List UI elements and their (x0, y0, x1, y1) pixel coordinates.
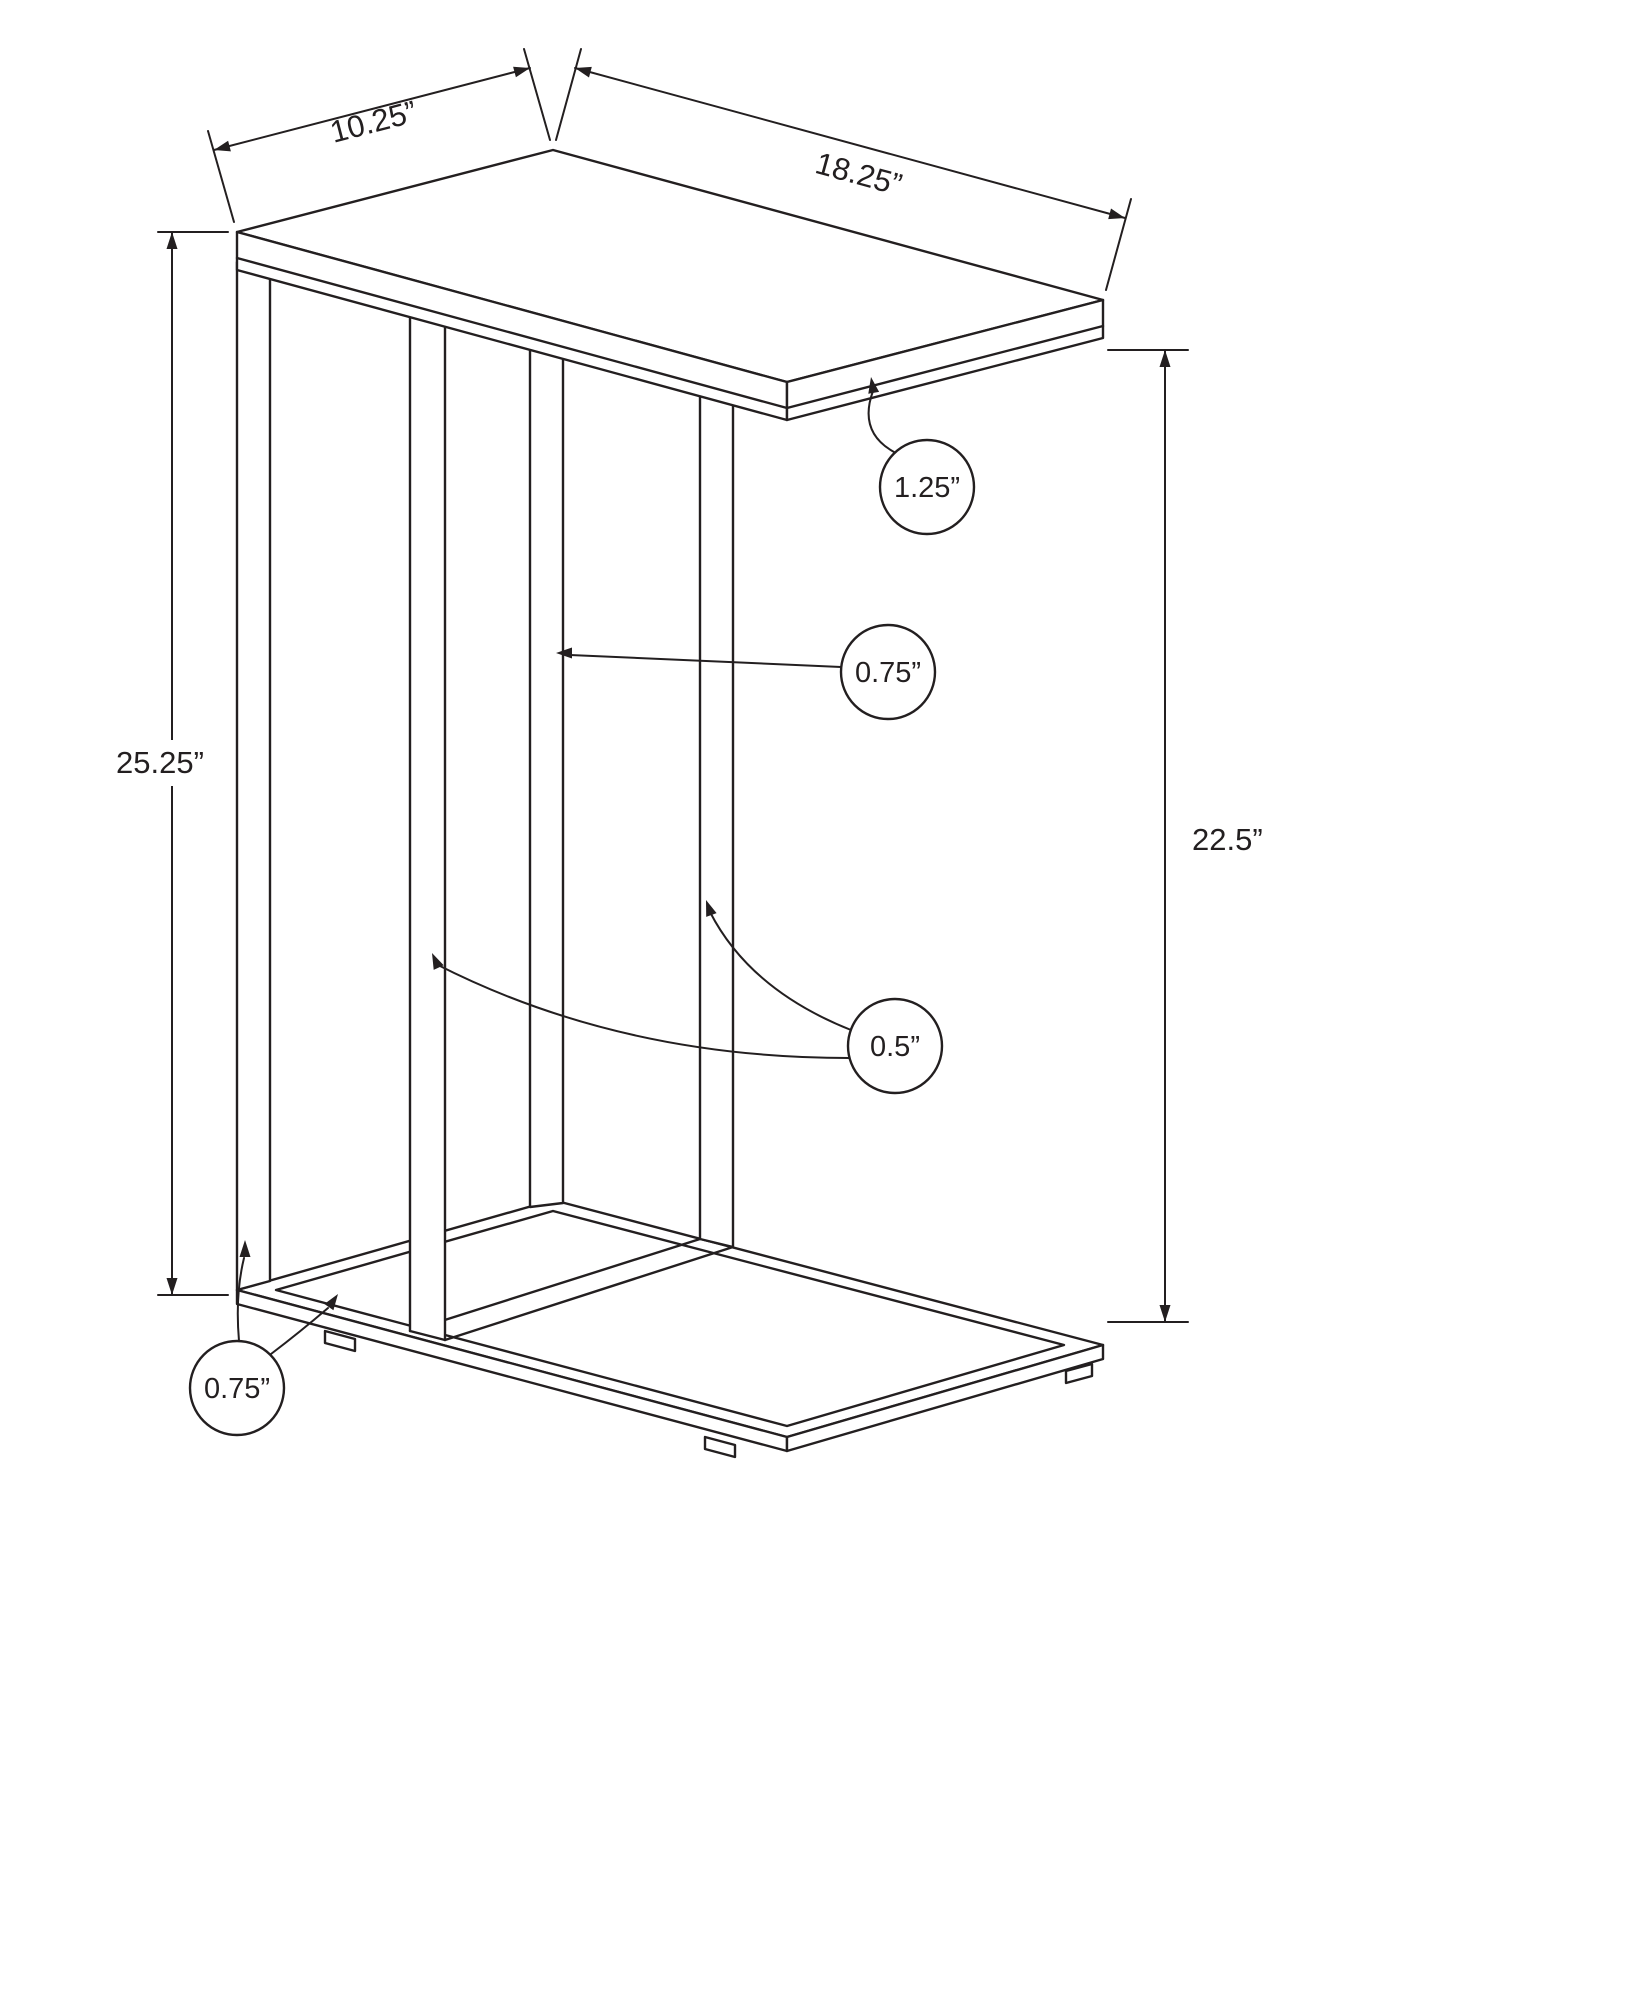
callout-base-frame-arrow-up (239, 1240, 251, 1257)
dim-clearance-arrow-top (1159, 350, 1171, 367)
base-foot-right (1064, 1362, 1094, 1385)
callout-top-thickness-leader (867, 390, 895, 453)
callout-base-frame-circle (188, 1339, 286, 1437)
dim-overall-height-arrow-bottom (166, 1278, 178, 1295)
base-inner-opening (274, 1209, 1066, 1428)
dim-overall-height-label: 25.25” (116, 745, 204, 780)
tabletop-band-midline-right (785, 324, 1105, 410)
base-foot-front (703, 1435, 737, 1459)
callout-base-frame: 0.75” (188, 1240, 338, 1437)
dim-overall-height-label-mask (100, 740, 224, 786)
tabletop-band-midline-left (235, 256, 789, 410)
dim-overall-height-arrow-top (166, 232, 178, 249)
callout-frame-tube-circle (846, 997, 944, 1095)
callout-base-frame-leader-up (236, 1257, 245, 1342)
dim-top-depth-arrow-right (513, 66, 530, 78)
legs (235, 260, 735, 1342)
dim-clearance-arrow-bottom (1159, 1305, 1171, 1322)
callout-frame-tube-leader-lower (435, 963, 850, 1059)
dim-top-depth-ext-left (207, 130, 235, 223)
callout-frame-tube-arrow-lower (432, 953, 444, 970)
table-top (235, 148, 1105, 422)
base-cross-rail-edge-right (443, 1245, 735, 1342)
callout-top-thickness-circle (878, 438, 976, 536)
dim-clearance-label: 22.5” (1192, 822, 1263, 857)
dim-top-depth-label: 10.25” (326, 94, 420, 150)
callout-leg-width: 0.75” (556, 623, 937, 721)
dim-top-length-line (574, 67, 1126, 219)
leg-rear-left (528, 342, 565, 1209)
callout-leg-width-arrow (556, 647, 572, 659)
callout-frame-tube-arrow-upper (706, 900, 717, 917)
dim-top-depth-ext-right (523, 48, 551, 141)
dim-top-length-arrow-right (1108, 208, 1125, 220)
callout-frame-tube-leader-upper (709, 911, 852, 1031)
base-frame (235, 1198, 1105, 1459)
callout-base-frame-arrow-right (324, 1294, 338, 1311)
callout-top-thickness-arrow (868, 377, 880, 394)
dim-top-depth-line (213, 67, 531, 151)
dim-top-length-ext-left (555, 48, 582, 141)
dim-top-length-arrow-left (575, 66, 592, 78)
callout-top-thickness-label: 1.25” (894, 472, 960, 504)
leg-rear-inset (698, 388, 735, 1249)
dim-clearance-height: 22.5” (1107, 349, 1263, 1323)
callout-leg-width-leader (569, 654, 842, 668)
leg-front-inset (408, 308, 447, 1342)
callout-frame-tube-label: 0.5” (870, 1031, 920, 1063)
leg-front-left (235, 260, 272, 1292)
base-edge-band-right (785, 1343, 1105, 1453)
dim-overall-height: 25.25” (100, 231, 229, 1296)
callout-top-thickness: 1.25” (867, 377, 976, 536)
callout-leg-width-label: 0.75” (855, 657, 921, 689)
callout-leg-width-circle (839, 623, 937, 721)
base-cross-rail-edge-left (408, 1237, 702, 1333)
dim-top-depth-arrow-left (214, 140, 231, 152)
callout-base-frame-leader-right (270, 1307, 329, 1355)
dim-top-length-ext-right (1105, 198, 1132, 291)
callout-frame-tube: 0.5” (432, 900, 944, 1095)
callout-base-frame-label: 0.75” (204, 1373, 270, 1405)
base-foot-left (323, 1329, 357, 1353)
